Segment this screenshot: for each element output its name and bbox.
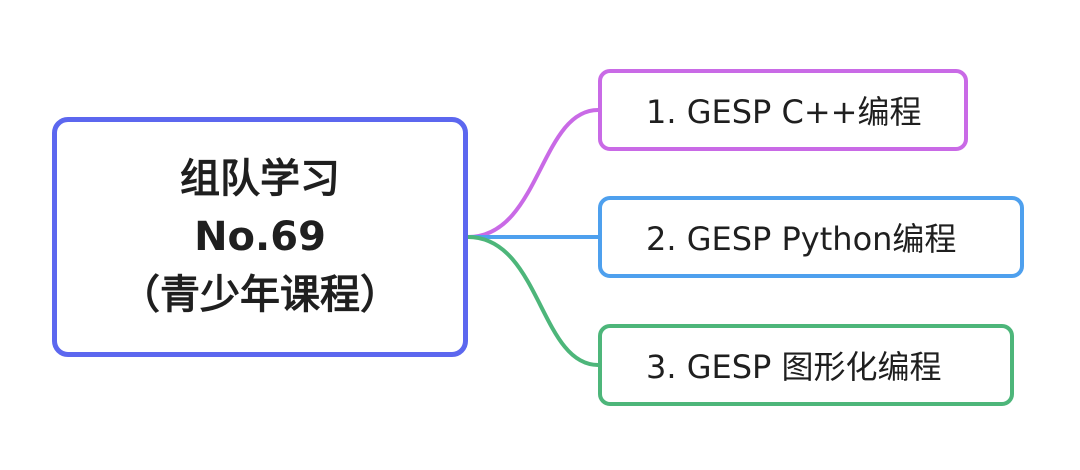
branch-node-graphical: 3. GESP 图形化编程 [598,324,1014,406]
branch-label: 2. GESP Python编程 [646,220,957,258]
root-title: 组队学习 [180,156,340,202]
connector-3 [467,235,599,367]
root-number: No.69 [194,214,326,260]
connector-1 [467,108,599,239]
branch-label: 3. GESP 图形化编程 [646,348,942,386]
root-subtitle: （青少年课程） [120,272,400,318]
root-node: 组队学习 No.69 （青少年课程） [52,117,468,357]
branch-node-cpp: 1. GESP C++编程 [598,69,968,151]
branch-node-python: 2. GESP Python编程 [598,196,1024,278]
branch-label: 1. GESP C++编程 [646,93,922,131]
